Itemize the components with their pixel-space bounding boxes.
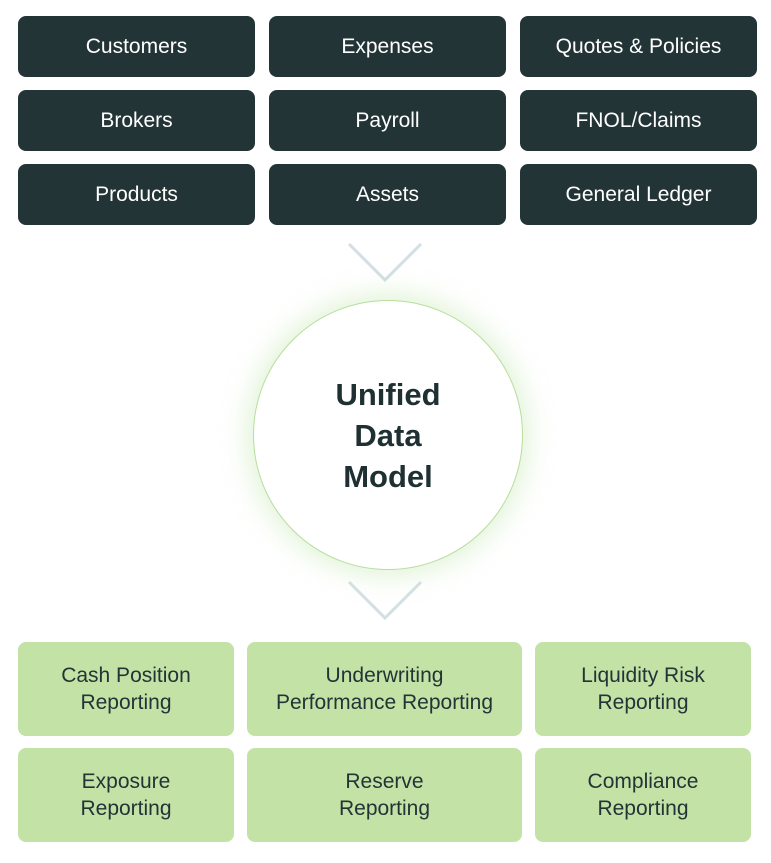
output-label-line: Compliance [587,770,699,793]
source-box-brokers: Brokers [18,90,255,151]
unified-data-model-hub: Unified Data Model [253,300,523,570]
output-box-compliance: Compliance Reporting [535,748,751,842]
output-label-line: Reporting [597,797,689,820]
output-box-exposure: Exposure Reporting [18,748,234,842]
output-box-reserve: Reserve Reporting [247,748,522,842]
source-box-fnol-claims: FNOL/Claims [520,90,757,151]
output-label-line: Reporting [80,797,172,820]
output-label-line: Reserve [345,770,424,793]
hub-title-line: Unified [335,376,441,412]
hub-title-line: Model [343,458,433,494]
source-systems-grid: Customers Expenses Quotes & Policies Bro… [18,16,757,225]
output-box-cash-position: Cash Position Reporting [18,642,234,736]
output-label-line: Cash Position [61,664,191,687]
output-box-underwriting-performance: Underwriting Performance Reporting [247,642,522,736]
output-label-line: Reporting [597,691,689,714]
output-label-line: Reporting [338,797,431,820]
source-box-general-ledger: General Ledger [520,164,757,225]
output-label-line: Performance Reporting [275,691,494,714]
source-box-assets: Assets [269,164,506,225]
source-box-products: Products [18,164,255,225]
source-box-payroll: Payroll [269,90,506,151]
output-label-line: Liquidity Risk [581,664,705,687]
source-box-customers: Customers [18,16,255,77]
source-box-quotes-policies: Quotes & Policies [520,16,757,77]
output-label-line: Reporting [80,691,172,714]
hub-title-line: Data [354,417,422,453]
output-label-line: Underwriting [325,664,444,687]
output-label-line: Exposure [81,770,171,793]
source-box-expenses: Expenses [269,16,506,77]
output-box-liquidity-risk: Liquidity Risk Reporting [535,642,751,736]
chevron-down-icon [347,242,423,283]
hub-title: Unified Data Model [298,374,478,497]
chevron-down-icon [347,580,423,621]
reporting-outputs-grid: Cash Position Reporting Underwriting Per… [18,642,751,842]
